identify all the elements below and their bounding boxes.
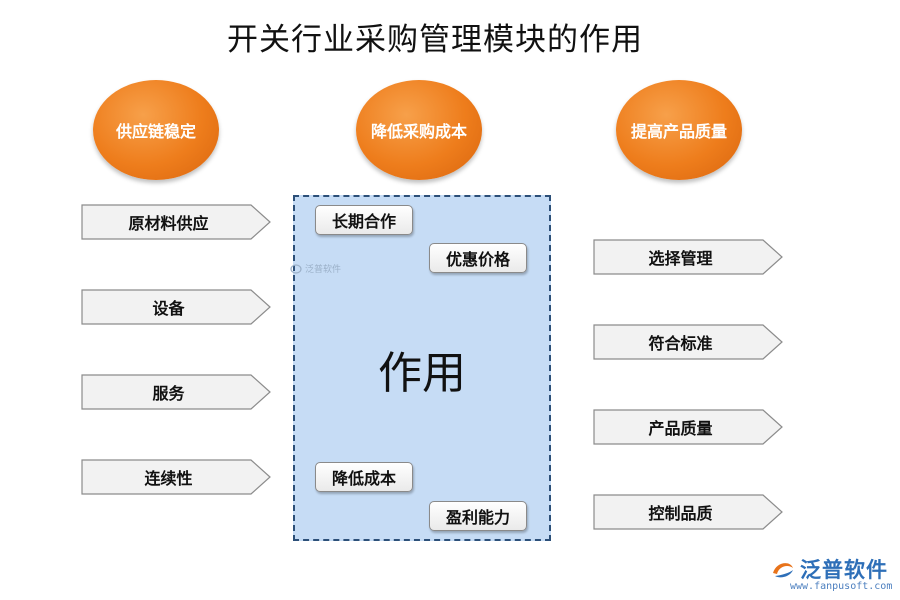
arrow-label: 连续性 (144, 469, 193, 488)
left-arrow-item: 服务 (81, 374, 271, 410)
circle-supply-chain-stable: 供应链稳定 (93, 80, 219, 180)
center-label: 作用 (378, 348, 466, 399)
circle-label: 提高产品质量 (630, 122, 727, 141)
tag-profitability: 盈利能力 (429, 501, 528, 531)
center-box: 长期合作 优惠价格 作用 降低成本 盈利能力 (293, 195, 551, 541)
circle-reduce-purchase-cost: 降低采购成本 (356, 80, 482, 180)
fanpu-logo-icon (773, 563, 793, 578)
arrow-label: 服务 (152, 384, 185, 403)
left-arrow-item: 设备 (81, 289, 271, 325)
right-arrow-item: 选择管理 (593, 239, 783, 275)
logo-name: 泛普软件 (800, 558, 888, 582)
watermark-logo-icon (290, 263, 302, 274)
arrow-label: 选择管理 (648, 249, 713, 268)
brand-logo: 泛普软件 (770, 554, 888, 584)
watermark: 泛普软件 (290, 262, 341, 275)
arrow-label: 产品质量 (648, 419, 713, 438)
tag-preferential-price: 优惠价格 (429, 243, 528, 273)
arrow-label: 控制品质 (648, 504, 713, 523)
page-title: 开关行业采购管理模块的作用 (227, 22, 643, 58)
circle-label: 供应链稳定 (115, 122, 196, 141)
arrow-shape (593, 494, 783, 530)
circle-label: 降低采购成本 (370, 122, 467, 141)
arrow-shape (81, 204, 271, 240)
arrow-label: 符合标准 (648, 334, 713, 353)
watermark-text: 泛普软件 (305, 265, 342, 275)
arrow-shape (593, 324, 783, 360)
arrow-label: 设备 (152, 299, 185, 318)
tag-reduce-cost: 降低成本 (315, 462, 414, 492)
right-arrow-item: 符合标准 (593, 324, 783, 360)
tag-long-term-cooperation: 长期合作 (315, 205, 414, 235)
arrow-shape (593, 409, 783, 445)
left-arrow-item: 连续性 (81, 459, 271, 495)
arrow-shape (81, 459, 271, 495)
arrow-shape (81, 374, 271, 410)
arrow-shape (81, 289, 271, 325)
circle-improve-quality: 提高产品质量 (616, 80, 742, 180)
arrow-label: 原材料供应 (128, 214, 209, 233)
right-arrow-item: 控制品质 (593, 494, 783, 530)
arrow-shape (593, 239, 783, 275)
logo-url: www.fanpusoft.com (790, 581, 893, 592)
right-arrow-item: 产品质量 (593, 409, 783, 445)
left-arrow-item: 原材料供应 (81, 204, 271, 240)
